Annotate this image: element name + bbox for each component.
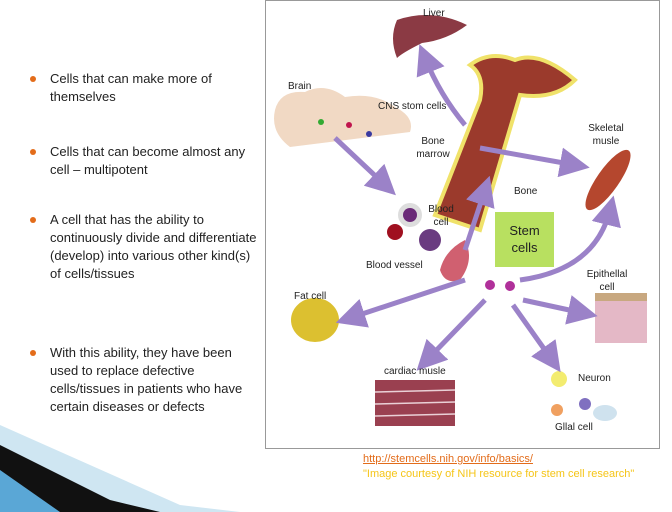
bullet-dot-icon	[30, 76, 36, 82]
bullet-item: Cells that can become almost any cell – …	[30, 143, 262, 179]
label-bone: Bone	[514, 186, 538, 197]
skeletal-muscle-image	[585, 149, 631, 211]
label-fat-cell: Fat cell	[294, 291, 327, 302]
blood-vessel-image	[440, 240, 469, 282]
bullet-dot-icon	[30, 149, 36, 155]
stem-cells-box: Stem cells	[495, 212, 554, 267]
bullet-text: Cells that can become almost any cell – …	[50, 144, 246, 177]
bullet-dot-icon	[30, 217, 36, 223]
bullet-item: A cell that has the ability to continuou…	[30, 211, 262, 283]
bullet-text: Cells that can make more of themselves	[50, 71, 212, 104]
neuron-image	[551, 371, 617, 421]
liver-image	[393, 15, 467, 58]
bullet-item: With this ability, they have been used t…	[30, 344, 262, 416]
differentiation-arrows	[333, 44, 621, 373]
fat-cell-image	[291, 298, 339, 342]
image-credit: "Image courtesy of NIH resource for stem…	[363, 468, 635, 480]
bullet-dot-icon	[30, 350, 36, 356]
bullet-item: Cells that can make more of themselves	[30, 70, 262, 106]
label-cns-stem-cells: CNS stom cells	[378, 101, 447, 112]
epithelial-image	[595, 293, 647, 343]
label-skeletal-muscle: Skeletal musle	[588, 123, 624, 147]
label-epithelial-cell: Epithellal cell	[586, 269, 628, 293]
label-blood-cell: Blood cell	[428, 204, 454, 228]
brain-image	[274, 88, 411, 147]
label-liver: Liver	[423, 8, 445, 19]
blood-cells-image	[387, 203, 441, 251]
bullet-text: A cell that has the ability to continuou…	[50, 212, 257, 281]
label-bone-marrow: Bone marrow	[416, 136, 450, 160]
cardiac-muscle-image	[374, 380, 456, 426]
source-link[interactable]: http://stemcells.nih.gov/info/basics/	[363, 453, 533, 465]
diagram-illustration	[274, 15, 647, 426]
label-brain: Brain	[288, 81, 312, 92]
label-neuron: Neuron	[578, 373, 611, 384]
bullet-text: With this ability, they have been used t…	[50, 345, 243, 414]
stem-cell-bodies	[485, 280, 515, 291]
label-cardiac-muscle: cardiac musle	[384, 366, 446, 377]
label-glial-cell: Gllal cell	[555, 422, 593, 433]
label-blood-vessel: Blood vessel	[366, 260, 423, 271]
